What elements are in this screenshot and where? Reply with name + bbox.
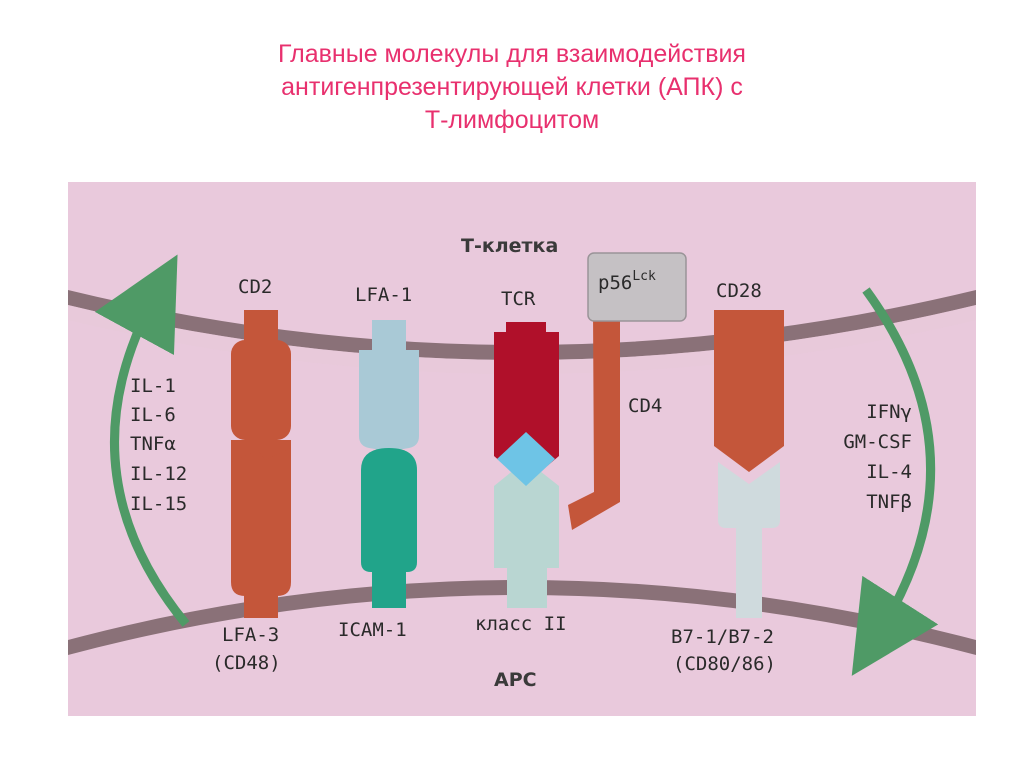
title-line-2: антигенпрезентирующей клетки (АПК) с (281, 73, 743, 101)
right-cytokine-0: IFNγ (866, 401, 912, 423)
p56-text: p56 (598, 272, 632, 294)
lfa3-label: LFA-3 (222, 624, 279, 646)
cd80-label: (CD80/86) (673, 653, 776, 675)
left-cytokine-0: IL-1 (130, 375, 176, 397)
left-cytokine-3: IL-12 (130, 463, 187, 485)
lfa1-label: LFA-1 (355, 284, 412, 306)
p56-superscript: Lck (632, 269, 656, 284)
apc-label: APC (494, 669, 537, 691)
p56-lck-box (587, 252, 687, 322)
title-line-1: Главные молекулы для взаимодействия (278, 40, 746, 68)
cd4-molecule (568, 310, 620, 530)
b7-label: B7-1/B7-2 (671, 626, 774, 648)
icam1-label: ICAM-1 (338, 619, 407, 641)
cd4-label: CD4 (628, 395, 662, 417)
left-cytokine-arrow (94, 254, 190, 627)
left-cytokine-1: IL-6 (130, 404, 176, 426)
tcr-class2-molecule (494, 322, 559, 608)
left-cytokine-4: IL-15 (130, 493, 187, 515)
right-cytokine-3: TNFβ (866, 491, 912, 513)
left-cytokine-2: TNFα (130, 433, 176, 455)
cd48-label: (CD48) (212, 652, 281, 674)
cd28-b7-molecule (714, 310, 784, 618)
cd2-lfa3-molecule (231, 310, 291, 618)
right-cytokine-arrow (851, 287, 939, 676)
lfa1-icam1-molecule (359, 320, 419, 608)
cd2-label: CD2 (238, 276, 272, 298)
tcr-label: TCR (501, 288, 536, 310)
slide-title: Главные молекулы для взаимодействия анти… (0, 38, 1024, 137)
right-cytokine-1: GM-CSF (843, 431, 912, 453)
right-cytokine-2: IL-4 (866, 461, 912, 483)
class2-label: класс II (475, 613, 567, 635)
antigen-diamond (497, 432, 555, 486)
t-cell-label: Т-клетка (461, 235, 558, 257)
p56-label: p56Lck (598, 269, 656, 294)
cd28-label: CD28 (716, 280, 762, 302)
title-line-3: Т-лимфоцитом (424, 106, 600, 134)
